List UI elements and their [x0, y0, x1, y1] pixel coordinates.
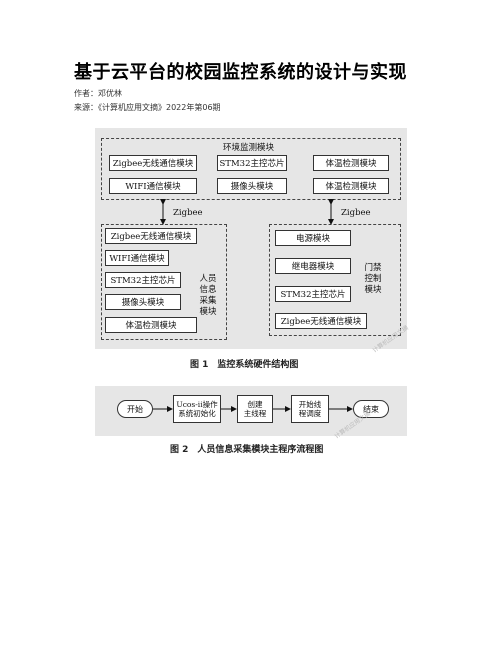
env-stm32-box: STM32主控芯片: [217, 155, 287, 171]
flow-thread-schedule-line: 开始线: [298, 400, 322, 409]
door-relay-box: 继电器模块: [275, 258, 351, 274]
figure-2-flowchart: 开始 Ucos-ii操作 系统初始化 创建 主线程 开始线 程调度 结束 计算机…: [95, 386, 407, 440]
flow-os-init: Ucos-ii操作 系统初始化: [173, 395, 221, 423]
env-camera-box: 摄像头模块: [217, 178, 287, 194]
link-arrows: [160, 199, 334, 225]
flow-create-thread-line: 创建: [247, 400, 263, 409]
person-zigbee-box: Zigbee无线通信模块: [105, 228, 197, 244]
env-monitor-group-label: 环境监测模块: [223, 143, 275, 153]
flow-os-init-line: 系统初始化: [178, 409, 216, 418]
door-label-line: 控制: [364, 274, 382, 284]
door-label-line: 门禁: [364, 263, 382, 273]
door-zigbee-box: Zigbee无线通信模块: [275, 313, 367, 329]
env-temp-box-2: 体温检测模块: [313, 178, 389, 194]
person-stm32-box: STM32主控芯片: [105, 272, 181, 288]
zigbee-link-right-label: Zigbee: [341, 208, 371, 218]
env-zigbee-box: Zigbee无线通信模块: [109, 155, 197, 171]
flow-end-label: 结束: [363, 404, 379, 414]
flow-create-thread: 创建 主线程: [237, 395, 273, 423]
door-label-line: 模块: [364, 285, 382, 295]
door-stm32-box: STM32主控芯片: [275, 286, 351, 302]
flow-arrows: [153, 406, 353, 412]
person-temp-box: 体温检测模块: [105, 317, 197, 333]
figure-2-caption: 图 2 人员信息采集模块主程序流程图: [170, 445, 324, 455]
flow-start: 开始: [117, 400, 153, 418]
env-temp-box-1: 体温检测模块: [313, 155, 389, 171]
flow-create-thread-line: 主线程: [243, 409, 267, 418]
flow-end: 结束: [353, 400, 389, 418]
source-line: 来源：《计算机应用文摘》2022年第06期: [74, 103, 221, 112]
author-line: 作者：邓优林: [74, 89, 122, 98]
person-label-line: 人员: [199, 274, 217, 284]
figure-1-hardware-diagram: 环境监测模块 Zigbee无线通信模块 STM32主控芯片 体温检测模块 WIF…: [95, 128, 410, 354]
flow-thread-schedule-line: 程调度: [298, 409, 322, 418]
door-power-box: 电源模块: [275, 230, 351, 246]
env-monitor-group: [101, 138, 401, 200]
figure-1-caption: 图 1 监控系统硬件结构图: [190, 360, 299, 370]
person-label-line: 采集: [199, 296, 217, 306]
person-label-line: 信息: [199, 285, 217, 295]
zigbee-link-left-label: Zigbee: [173, 208, 203, 218]
door-control-group-label: 门禁 控制 模块: [363, 263, 383, 296]
env-wifi-box: WIFI通信模块: [109, 178, 197, 194]
person-wifi-box: WIFI通信模块: [105, 250, 169, 266]
flow-thread-schedule: 开始线 程调度: [291, 395, 329, 423]
door-control-group: [269, 224, 401, 336]
flow-os-init-line: Ucos-ii操作: [176, 400, 218, 409]
person-label-line: 模块: [199, 307, 217, 317]
document-title: 基于云平台的校园监控系统的设计与实现: [74, 62, 407, 83]
person-info-group-label: 人员 信息 采集 模块: [198, 274, 218, 318]
flow-start-label: 开始: [127, 404, 143, 414]
person-camera-box: 摄像头模块: [105, 294, 181, 310]
